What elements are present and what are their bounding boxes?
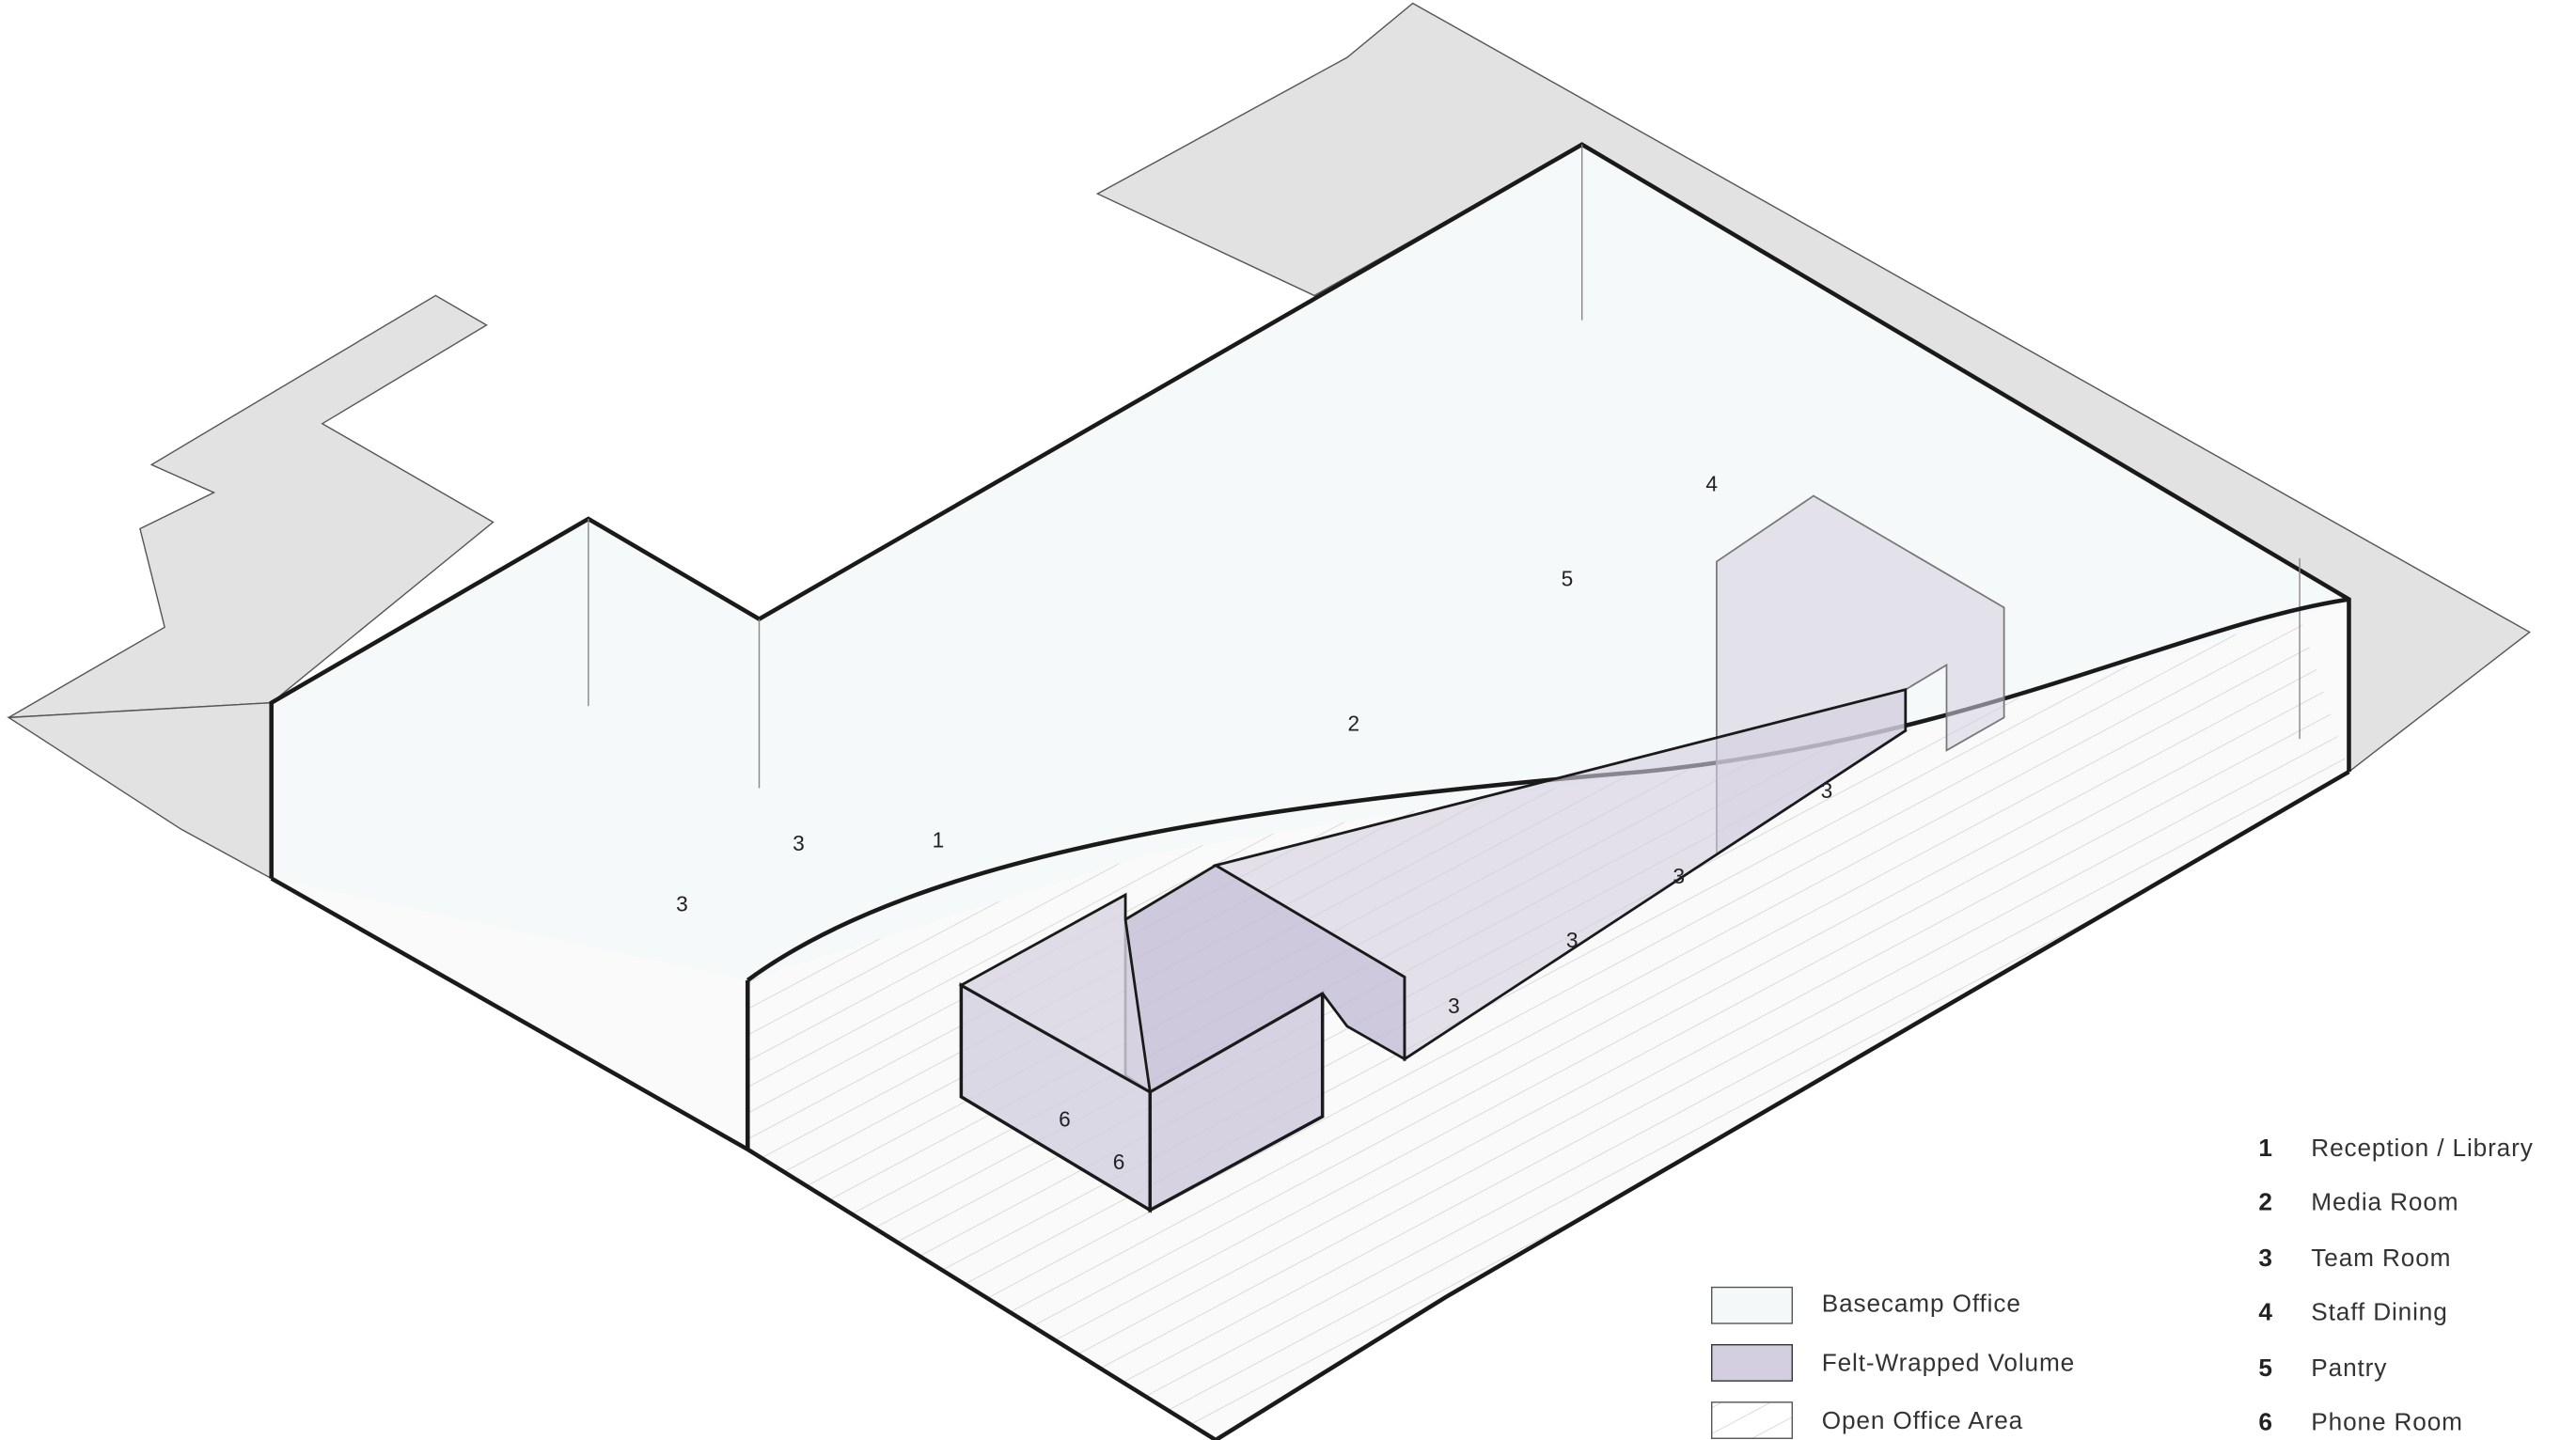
room-labels: 1 2 3 3 3 3 3 3 4 5 6 6: [676, 471, 1832, 1173]
label-team-room: 3: [676, 892, 688, 916]
legend-number: 2: [2258, 1187, 2272, 1215]
legend-swatches: Basecamp Office Felt-Wrapped Volume Open…: [1710, 1286, 2075, 1439]
slab-left-wing: [8, 294, 495, 719]
legend-room-key: 1 Reception / Library 2 Media Room 3 Tea…: [2258, 1134, 2533, 1436]
swatch-basecamp: [1710, 1286, 1793, 1324]
label-reception: 1: [933, 827, 945, 852]
label-team-room: 3: [1566, 928, 1579, 952]
label-team-room: 3: [1821, 778, 1833, 803]
felt-wrapped-volume: [958, 494, 2005, 1213]
label-team-room: 3: [1673, 864, 1685, 888]
legend-room-label: Pantry: [2311, 1354, 2387, 1382]
label-team-room: 3: [793, 831, 805, 855]
legend-number: 6: [2258, 1408, 2272, 1436]
legend-room-label: Team Room: [2311, 1244, 2451, 1272]
label-media: 2: [1348, 711, 1360, 735]
open-office-area: [747, 616, 2349, 1440]
label-team-room: 3: [1448, 994, 1460, 1018]
legend-room-label: Staff Dining: [2311, 1297, 2447, 1325]
basecamp-office-volume: [269, 142, 2351, 1440]
label-phone-room: 6: [1059, 1106, 1071, 1131]
swatch-felt: [1710, 1343, 1793, 1382]
label-dining: 4: [1705, 471, 1718, 495]
swatch-open-office: [1710, 1401, 1793, 1439]
legend-label: Felt-Wrapped Volume: [1822, 1349, 2075, 1377]
legend-number: 1: [2258, 1134, 2272, 1162]
legend-number: 4: [2258, 1297, 2272, 1325]
legend-label: Open Office Area: [1822, 1406, 2023, 1434]
legend-room-label: Reception / Library: [2311, 1134, 2533, 1162]
label-phone-room: 6: [1113, 1150, 1125, 1174]
building-slab: [7, 2, 2531, 880]
legend-room-label: Media Room: [2311, 1187, 2458, 1215]
legend-room-label: Phone Room: [2311, 1408, 2463, 1436]
legend-label: Basecamp Office: [1822, 1290, 2021, 1318]
label-pantry: 5: [1562, 567, 1574, 591]
legend-number: 3: [2258, 1244, 2272, 1272]
legend-number: 5: [2258, 1354, 2272, 1382]
slab-left-lower: [7, 701, 273, 880]
